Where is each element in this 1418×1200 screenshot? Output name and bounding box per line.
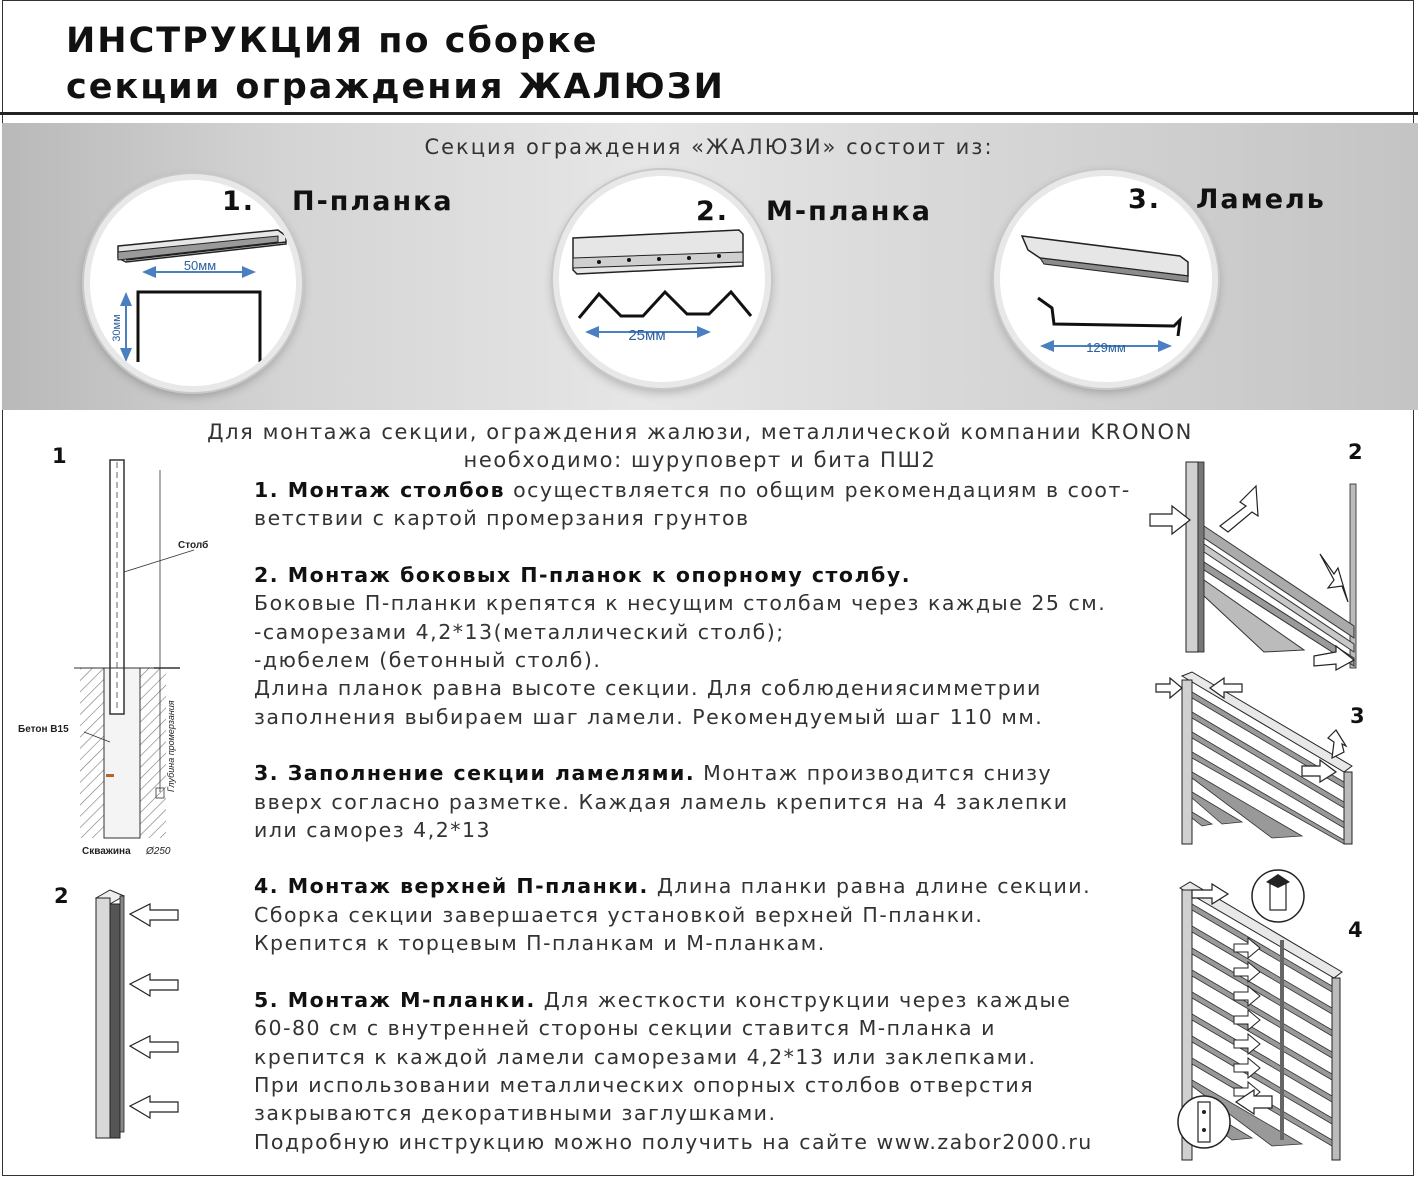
step-1-line-2: ветствии с картой промерзания грунтов (254, 506, 750, 531)
p-plank-height-label: 30мм (111, 314, 123, 341)
intro-text: Для монтажа секции, ограждения жалюзи, м… (195, 418, 1205, 474)
right-figure-4-number: 4 (1348, 918, 1363, 942)
step-1: 1. Монтаж столбов осуществляется по общи… (254, 476, 1154, 533)
right-figure-3-number: 3 (1350, 704, 1365, 728)
step-4-heading: 4. Монтаж верхней П-планки. (254, 874, 649, 899)
step-5-line-4: При использовании металлических опорных … (254, 1072, 1035, 1097)
component-3-number: 3. (1128, 184, 1162, 215)
step-2-line-5: заполнения выбираем шаг ламели. Рекоменд… (254, 704, 1044, 729)
step-5-line-1: Для жесткости конструкции через каждые (535, 987, 1072, 1012)
p-plank-illustration: 50мм 30мм (84, 174, 302, 392)
component-2-name: М-планка (766, 196, 932, 227)
step-1-line-1: осуществляется по общим рекомендациям в … (505, 478, 1131, 502)
step-3-heading: 3. Заполнение секции ламелями. (254, 761, 696, 786)
step-2-line-4: Длина планок равна высоте секции. Для со… (254, 676, 1042, 701)
step-3: 3. Заполнение секции ламелями. Монтаж пр… (254, 759, 1154, 844)
lamel-install-drawing (1149, 461, 1357, 672)
freeze-depth-label: Глубина промерзания (166, 700, 176, 792)
step-4-line-2: Сборка секции завершается установкой вер… (254, 902, 984, 927)
concrete-label: Бетон В15 (18, 724, 69, 735)
component-1-number: 1. (222, 186, 256, 217)
page-title: ИНСТРУКЦИЯ по сборке секции ограждения Ж… (66, 18, 725, 110)
m-plank-install-drawing (1177, 869, 1343, 1161)
m-plank-illustration: 25мм (553, 170, 771, 388)
lamel-illustration: 129мм (994, 170, 1218, 388)
title-line-1: ИНСТРУКЦИЯ по сборке (66, 21, 599, 61)
step-2: 2. Монтаж боковых П-планок к опорному ст… (254, 561, 1154, 731)
header-divider (0, 112, 1418, 115)
step-5: 5. Монтаж М-планки. Для жесткости констр… (254, 986, 1154, 1156)
lamel-drawing: 129мм (1020, 235, 1189, 355)
step-4-line-3: Крепится к торцевым П-планкам и М-планка… (254, 931, 826, 956)
component-2-number: 2. (696, 196, 730, 227)
lamel-width-label: 129мм (1086, 340, 1126, 355)
p-plank-width-label: 50мм (184, 258, 216, 273)
side-plank-drawing (94, 889, 179, 1139)
p-plank-drawing: 50мм 30мм (111, 229, 287, 362)
steps-list: 1. Монтаж столбов осуществляется по общи… (254, 476, 1154, 1184)
m-plank-drawing: 25мм (572, 229, 753, 344)
page-frame (2, 0, 1414, 1176)
step-2-line-1: Боковые П-планки крепятся к несущим стол… (254, 591, 1107, 616)
step-4: 4. Монтаж верхней П-планки. Длина планки… (254, 872, 1154, 957)
components-heading: Секция ограждения «ЖАЛЮЗИ» состоит из: (424, 135, 994, 159)
hole-label: Скважина (82, 846, 131, 857)
intro-line-2: необходимо: шуруповерт и бита ПШ2 (463, 448, 937, 472)
step-5-line-5: закрываются декоративными заглушками. (254, 1101, 777, 1126)
step-3-line-3: или саморез 4,2*13 (254, 818, 492, 843)
step-2-heading: 2. Монтаж боковых П-планок к опорному ст… (254, 562, 911, 587)
header: ИНСТРУКЦИЯ по сборке секции ограждения Ж… (0, 0, 1418, 118)
step-5-heading: 5. Монтаж М-планки. (254, 987, 536, 1012)
post-label: Столб (178, 539, 208, 551)
component-1-name: П-планка (292, 186, 454, 217)
left-figure-1-number: 1 (52, 444, 67, 468)
step-3-line-2: вверх согласно разметке. Каждая ламель к… (254, 789, 1069, 814)
step-4-line-1: Длина планки равна длине секции. (648, 874, 1092, 899)
step-5-line-6: Подробную инструкцию можно получить на с… (254, 1129, 1093, 1154)
intro-line-1: Для монтажа секции, ограждения жалюзи, м… (207, 420, 1193, 444)
component-3-name: Ламель (1196, 184, 1326, 215)
left-figure-2-number: 2 (54, 884, 69, 908)
step-1-heading: 1. Монтаж столбов (254, 478, 506, 502)
right-figure-2-number: 2 (1348, 440, 1363, 464)
title-line-2: секции ограждения ЖАЛЮЗИ (66, 67, 725, 107)
m-plank-width-label: 25мм (628, 327, 665, 344)
step-5-line-3: крепится к каждой ламели саморезами 4,2*… (254, 1044, 1037, 1069)
step-5-line-2: 60-80 см с внутренней стороны секции ста… (254, 1016, 996, 1041)
top-plank-drawing (1155, 671, 1353, 845)
step-3-line-1: Монтаж производится снизу (695, 761, 1053, 786)
step-2-line-3: -дюбелем (бетонный столб). (254, 648, 602, 673)
post-installation-drawing: Столб Бетон В15 Глубина промерзания Сква… (18, 459, 208, 857)
step-2-line-2: -саморезами 4,2*13(металлический столб); (254, 619, 785, 644)
hole-diameter-label: Ø250 (145, 846, 171, 857)
